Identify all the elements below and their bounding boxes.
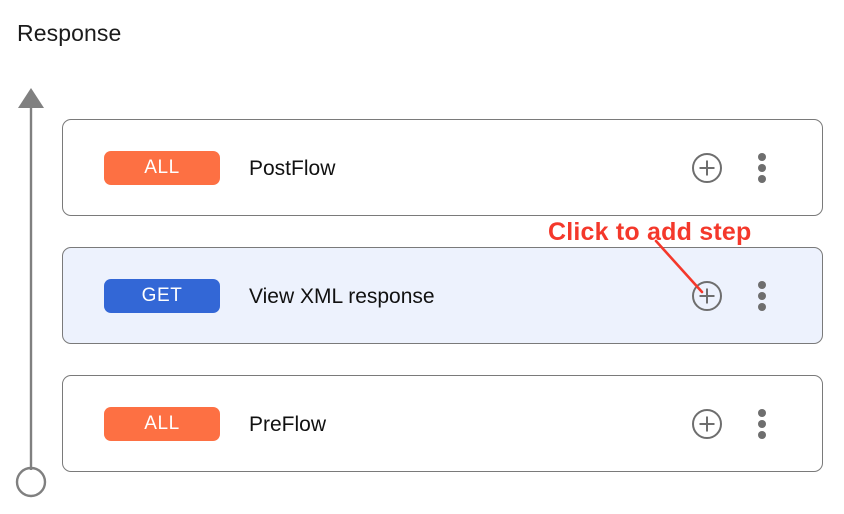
flow-row-label: View XML response: [249, 284, 435, 308]
flow-row-label: PreFlow: [249, 412, 327, 436]
flow-step-list: ALL PostFlow GET View XML response: [62, 119, 823, 472]
flow-row-postflow[interactable]: ALL PostFlow: [62, 119, 823, 216]
add-step-button[interactable]: [691, 280, 723, 312]
kebab-menu-icon[interactable]: [750, 280, 774, 312]
circle-open-icon: [15, 466, 47, 498]
kebab-menu-icon[interactable]: [750, 408, 774, 440]
method-badge-get: GET: [104, 279, 220, 313]
method-badge-all: ALL: [104, 407, 220, 441]
flow-direction-axis: [15, 88, 47, 498]
add-step-button[interactable]: [691, 408, 723, 440]
add-step-button[interactable]: [691, 152, 723, 184]
flow-row-preflow[interactable]: ALL PreFlow: [62, 375, 823, 472]
arrow-up-icon: [18, 88, 44, 108]
page-title: Response: [17, 20, 122, 46]
flow-row-view-xml-response[interactable]: GET View XML response: [62, 247, 823, 344]
method-badge-all: ALL: [104, 151, 220, 185]
flow-row-label: PostFlow: [249, 156, 336, 180]
annotation-label: Click to add step: [548, 218, 752, 246]
kebab-menu-icon[interactable]: [750, 152, 774, 184]
